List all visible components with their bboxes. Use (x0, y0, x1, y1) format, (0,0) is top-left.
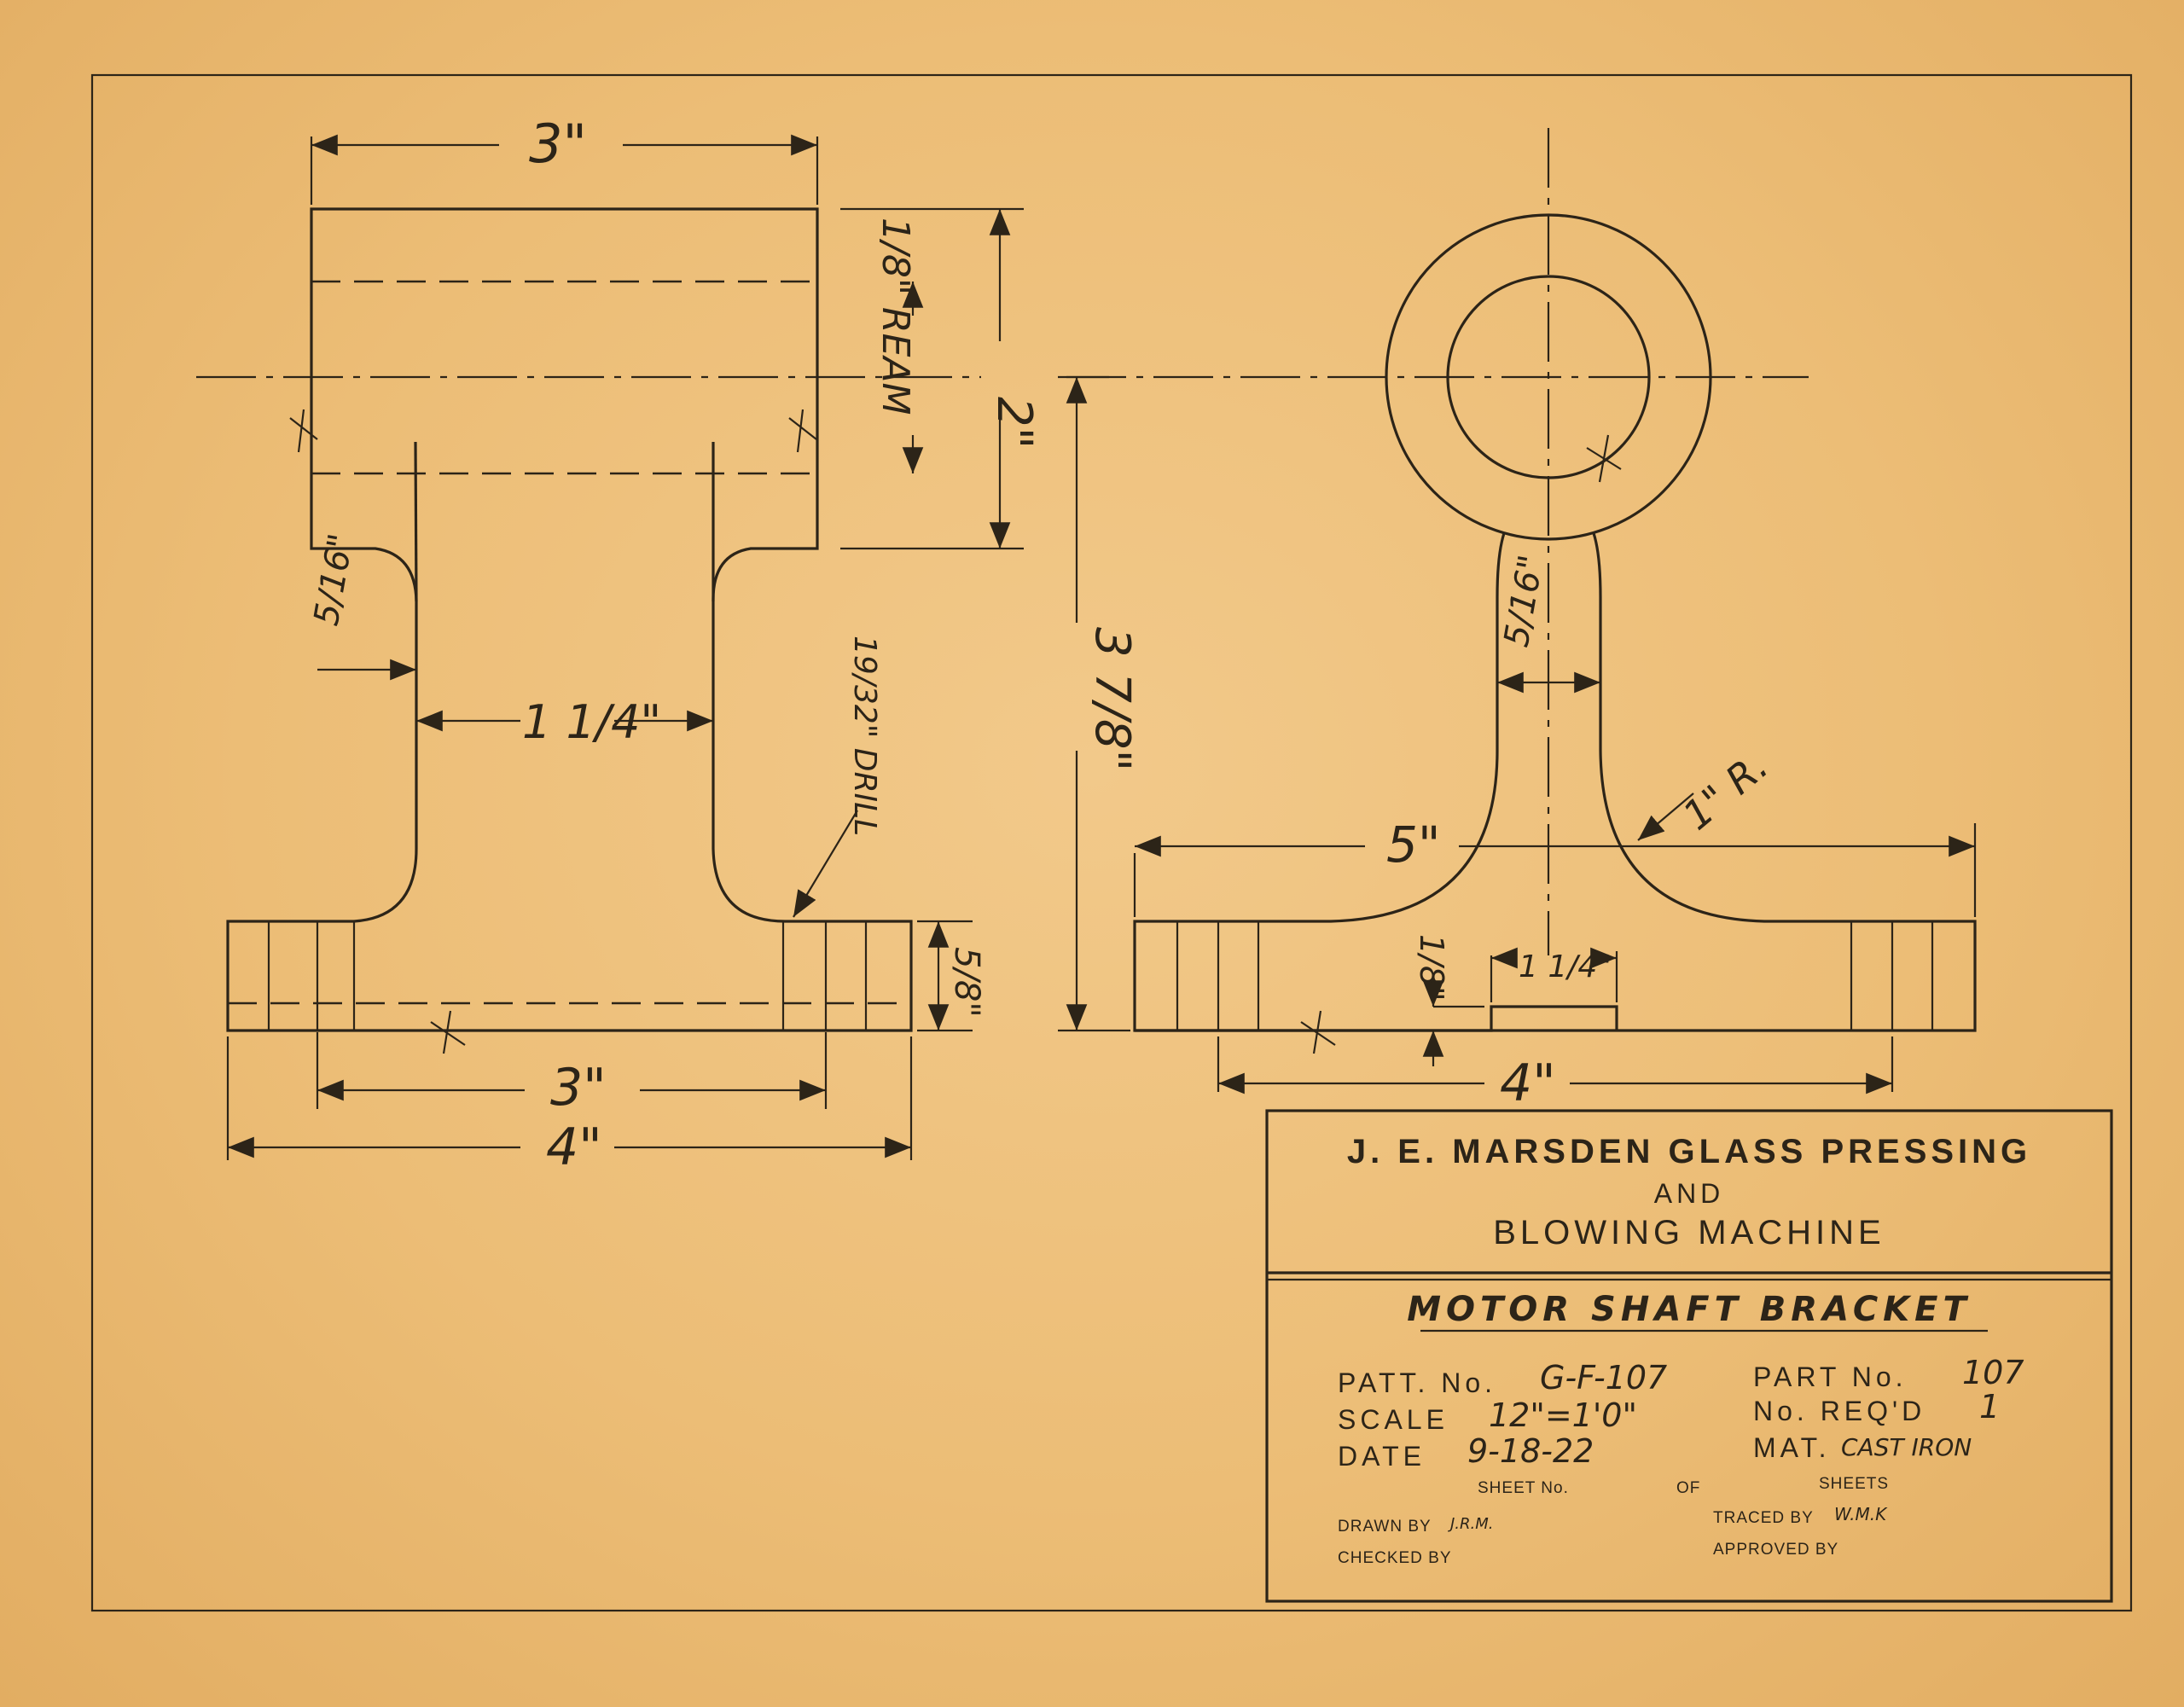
dim-fillet-radius: 1" R. (1674, 742, 1776, 839)
dim-base-thickness: 5/8" (947, 947, 986, 1018)
mat-label: MAT. (1753, 1432, 1831, 1463)
checked-label: CHECKED BY (1338, 1549, 1452, 1567)
dim-ream: 1/8" REAM (874, 218, 917, 415)
patt-value: G-F-107 (1540, 1359, 1667, 1396)
title-block: J. E. MARSDEN GLASS PRESSING AND BLOWING… (1265, 1109, 2113, 1603)
traced-value: W.M.K (1834, 1504, 1888, 1524)
part-value: 107 (1962, 1354, 2024, 1391)
scale-value: 12"=1'0" (1489, 1396, 1637, 1434)
req-value: 1 (1979, 1388, 2000, 1425)
sheets-label: SHEETS (1819, 1475, 1889, 1493)
dim-step-depth: 1/8" (1413, 934, 1450, 1002)
drawn-label: DRAWN BY (1338, 1518, 1432, 1536)
dim-inner-gap: 1 1/4" (522, 695, 661, 749)
dim-step-width: 1 1/4" (1519, 949, 1612, 984)
traced-label: TRACED BY (1713, 1509, 1814, 1527)
dim-top-width: 3" (529, 113, 587, 175)
req-label: No. REQ'D (1753, 1396, 1926, 1426)
mat-value: CAST IRON (1841, 1433, 1972, 1461)
part-label: PART No. (1753, 1362, 1908, 1392)
company-line2: AND (1654, 1178, 1725, 1209)
part-name: MOTOR SHAFT BRACKET (1407, 1290, 1972, 1329)
dim-overall-right: 4" (1500, 1054, 1556, 1113)
company-line1: J. E. MARSDEN GLASS PRESSING (1347, 1133, 2031, 1170)
date-value: 9-18-22 (1467, 1432, 1594, 1470)
patt-label: PATT. No. (1338, 1367, 1496, 1398)
dim-web-right: 5/16" (1497, 552, 1552, 650)
of-label: OF (1676, 1479, 1700, 1497)
sheet-label: SHEET No. (1478, 1479, 1569, 1497)
dim-flange-span: 5" (1386, 816, 1441, 874)
right-view: 3 7/8" 5/16" 1" R. 5" 1/8" 1 1/4" 4" (1058, 128, 1977, 1113)
sheet-border (90, 73, 2133, 1612)
dim-hole-centers: 3" (550, 1058, 607, 1118)
dim-overall-left: 4" (546, 1118, 602, 1177)
scale-label: SCALE (1338, 1404, 1449, 1435)
dim-web-left: 5/16" (307, 531, 362, 629)
dim-height-right: 3 7/8" (1084, 627, 1140, 771)
left-view: 3" 2" 1/8" REAM 5/16" 1 1/4" 19/32" DRIL… (196, 113, 1042, 1177)
company-line3: BLOWING MACHINE (1493, 1214, 1885, 1251)
date-label: DATE (1338, 1441, 1426, 1472)
dim-height-2: 2" (986, 397, 1042, 449)
dim-drill: 19/32" DRILL (847, 636, 882, 836)
approved-label: APPROVED BY (1713, 1541, 1838, 1559)
drawn-value: J.R.M. (1448, 1515, 1494, 1533)
